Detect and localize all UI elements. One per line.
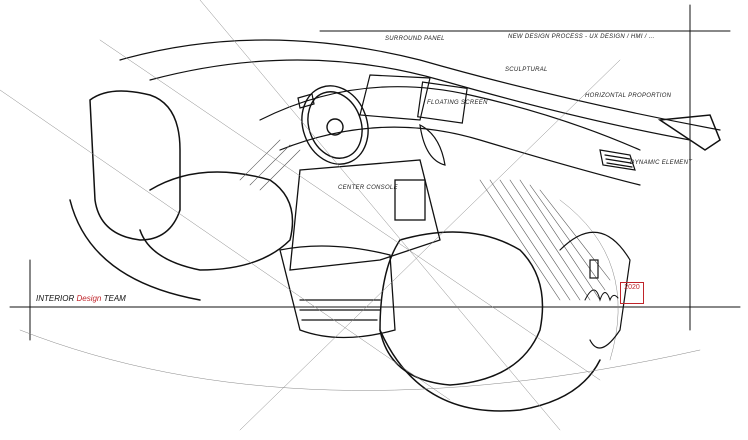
construction-lines [0, 0, 701, 431]
dashboard [119, 39, 721, 186]
annotation-dynamic-element: DYNAMIC ELEMENT [630, 160, 693, 166]
design-team-label: INTERIOR Design TEAM [36, 294, 126, 303]
air-vents [297, 93, 636, 171]
passenger-seat [379, 231, 601, 412]
annotation-center-console: CENTER CONSOLE [338, 185, 398, 191]
floor-mat-hatching [239, 139, 611, 301]
team-prefix: INTERIOR [36, 294, 75, 303]
signature-stamp: 2020 [620, 282, 644, 304]
door-panel [559, 231, 631, 349]
process-note: NEW DESIGN PROCESS - UX DESIGN / HMI / .… [508, 34, 655, 40]
driver-seat [69, 90, 294, 301]
signature [584, 289, 619, 302]
team-suffix: TEAM [103, 294, 126, 303]
annotation-horizontal-proportion: HORIZONTAL PROPORTION [585, 93, 672, 99]
annotation-surround-panel: SURROUND PANEL [385, 36, 445, 42]
annotation-sculptural: SCULPTURAL [505, 67, 548, 73]
steering-wheel [301, 85, 369, 165]
annotation-floating-screen: FLOATING SCREEN [427, 100, 488, 106]
center-console [279, 159, 441, 339]
team-design: Design [76, 294, 102, 303]
